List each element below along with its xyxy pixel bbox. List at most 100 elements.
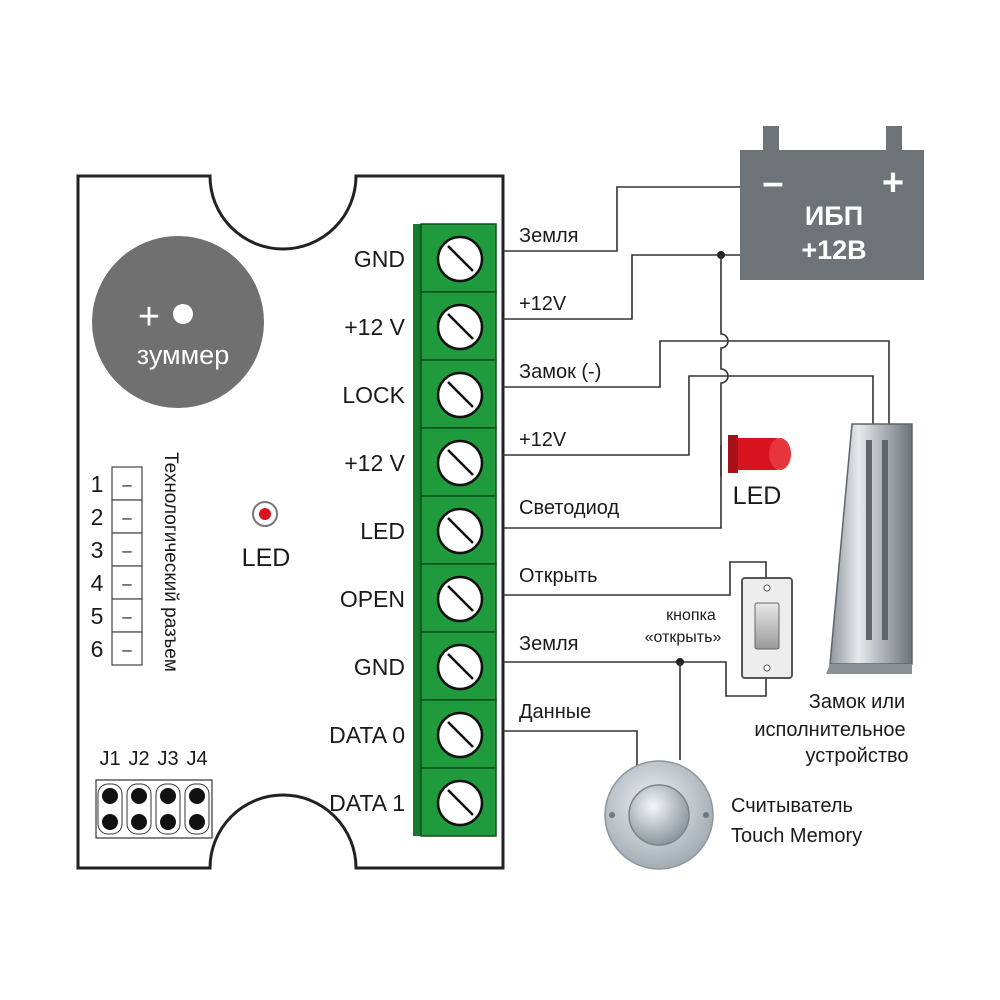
- lock-slot-right: [882, 440, 888, 640]
- reader-screw-right: [703, 812, 709, 818]
- lock-label-line3: устройство: [805, 745, 908, 767]
- buzzer: + зуммер: [92, 236, 264, 408]
- button-screw-top: [763, 584, 771, 592]
- terminal-label: +12 V: [344, 314, 405, 340]
- ups-terminal-plus: [886, 126, 902, 150]
- ups-body: [740, 150, 924, 280]
- ups-title: ИБП: [805, 201, 863, 231]
- header-pin-cell: [111, 598, 143, 633]
- header-pin-cell: [111, 565, 143, 600]
- wire-gnd-button: [503, 661, 767, 697]
- wire-12v-bus: [720, 255, 729, 445]
- wire-label: Данные: [519, 701, 591, 723]
- jumper-pin: [131, 814, 147, 830]
- terminal-label: OPEN: [340, 586, 405, 612]
- wires: [503, 186, 890, 768]
- screw-slot-icon: [447, 585, 474, 612]
- lock-base: [826, 664, 912, 674]
- button-rocker: [754, 602, 780, 650]
- wire-open: [503, 561, 767, 596]
- technological-header: –1–2–3–4–5–6: [91, 466, 143, 666]
- screw-slot-icon: [447, 653, 474, 680]
- wire-gnd-ups: [503, 186, 740, 252]
- lock-label-line2: исполнительное: [754, 719, 905, 741]
- jumper-label: J3: [157, 748, 178, 770]
- terminal-label: GND: [354, 246, 405, 272]
- jumper-pin: [160, 788, 176, 804]
- external-led-dome: [769, 438, 791, 470]
- header-pin-number: 4: [91, 570, 104, 596]
- jumper-pin: [160, 814, 176, 830]
- jumper-pin: [102, 788, 118, 804]
- wire-12v-lock: [503, 375, 874, 456]
- external-led: LED: [720, 435, 791, 510]
- jumper-block: J1 J2 J3 J4: [95, 748, 213, 839]
- ups-plus-sign: +: [882, 162, 904, 204]
- onboard-led: LED: [242, 501, 291, 572]
- wire-label: Земля: [519, 225, 578, 247]
- touch-memory-reader: Считыватель Touch Memory: [604, 760, 862, 870]
- screw-slot-icon: [447, 449, 474, 476]
- screw-slot-icon: [447, 381, 474, 408]
- screw-slot-icon: [447, 517, 474, 544]
- header-pin-number: 2: [91, 504, 104, 530]
- screw-slot-icon: [447, 245, 474, 272]
- header-pin-mark: –: [122, 574, 132, 593]
- ups-voltage: +12В: [801, 235, 866, 265]
- header-pin-cell: [111, 466, 143, 501]
- terminal-block: GND Земля +12 V +12V LOCK Замок (-) +12 V +12V L…: [329, 223, 619, 837]
- terminal-label: +12 V: [344, 450, 405, 476]
- jumper-label: J1: [99, 748, 120, 770]
- reader-label-line1: Считыватель: [731, 795, 853, 817]
- magnetic-lock: Замок или исполнительное устройство: [754, 423, 913, 767]
- jumper-pin: [131, 788, 147, 804]
- header-pin-number: 3: [91, 537, 104, 563]
- jumper-pin: [102, 814, 118, 830]
- terminal-label: GND: [354, 654, 405, 680]
- screw-slot-icon: [447, 721, 474, 748]
- wire-label: +12V: [519, 429, 567, 451]
- header-pin-cell: [111, 631, 143, 666]
- header-pin-mark: –: [122, 475, 132, 494]
- header-pin-mark: –: [122, 640, 132, 659]
- screw-slot-icon: [447, 313, 474, 340]
- reader-label-line2: Touch Memory: [731, 825, 862, 847]
- terminal-label: DATA 0: [329, 722, 405, 748]
- terminal-label: LED: [360, 518, 405, 544]
- terminal-label: LOCK: [342, 382, 405, 408]
- ups-minus-sign: –: [762, 162, 783, 204]
- button-label-line2: «открыть»: [645, 629, 722, 646]
- onboard-led-light: [259, 508, 271, 520]
- button-label-line1: кнопка: [666, 607, 716, 624]
- buzzer-label: зуммер: [137, 340, 229, 370]
- external-led-label: LED: [733, 482, 782, 510]
- onboard-led-label: LED: [242, 544, 291, 572]
- lock-label-line1: Замок или: [809, 691, 905, 713]
- wire-label: +12V: [519, 293, 567, 315]
- header-pin-number: 5: [91, 603, 104, 629]
- wire-data: [503, 730, 638, 768]
- button-screw-bottom: [763, 664, 771, 672]
- ups-battery: – + ИБП +12В: [740, 126, 924, 280]
- buzzer-dot: [173, 304, 193, 324]
- wire-label: Замок (-): [519, 361, 601, 383]
- jumper-pin: [189, 814, 205, 830]
- open-button: кнопка «открыть»: [645, 577, 793, 679]
- wire-lock: [503, 340, 890, 424]
- jumper-label: J2: [128, 748, 149, 770]
- reader-contact: [628, 784, 690, 846]
- header-pin-number: 1: [91, 471, 104, 497]
- ups-terminal-minus: [763, 126, 779, 150]
- jumper-label: J4: [186, 748, 207, 770]
- lock-slot-left: [866, 440, 872, 640]
- external-led-base: [728, 435, 738, 473]
- buzzer-plus-symbol: +: [138, 296, 160, 338]
- jumper-pin: [189, 788, 205, 804]
- header-pin-cell: [111, 499, 143, 534]
- screw-slot-icon: [447, 789, 474, 816]
- wire-label: Земля: [519, 633, 578, 655]
- wire-12v-ups: [503, 254, 740, 320]
- terminal-block-side: [413, 224, 423, 836]
- header-pin-mark: –: [122, 607, 132, 626]
